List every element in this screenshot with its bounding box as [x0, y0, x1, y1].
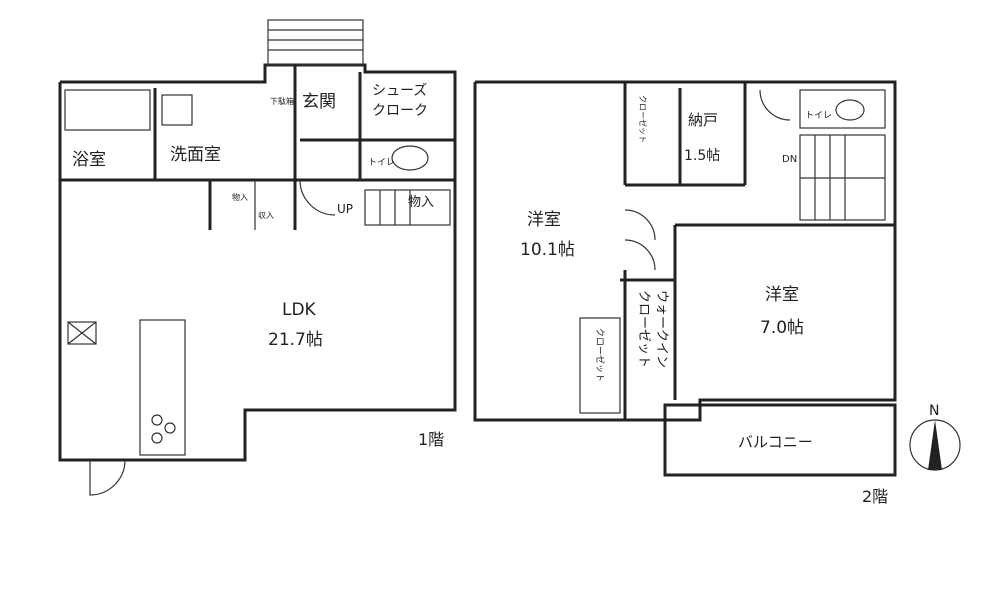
room-toilet-1f: トイレ: [368, 158, 395, 168]
room-washroom: 洗面室: [170, 145, 221, 165]
room-bath: 浴室: [72, 150, 106, 170]
room-storeroom-size: 1.5帖: [684, 148, 720, 164]
walkin-closet-2: クローゼット: [636, 290, 651, 368]
room-storage: 物入: [408, 195, 434, 210]
shoe-box: 下駄箱: [270, 96, 294, 106]
room-shoe-closet-2: クローク: [372, 103, 428, 119]
floor1-label: 1階: [418, 430, 444, 449]
closet-a: クローゼット: [638, 95, 648, 143]
stairs-up: UP: [337, 202, 353, 216]
room-ldk: LDK: [282, 300, 317, 320]
floor2-labels: 洋室 10.1帖 クローゼット 納戸 1.5帖 トイレ DN ウォークイン クロ…: [520, 95, 888, 506]
room-western-1: 洋室: [527, 210, 561, 230]
stairs-down: DN: [782, 154, 797, 165]
room-western-1-size: 10.1帖: [520, 240, 575, 260]
floor1-walls: [58, 19, 457, 496]
storage-small-1: 物入: [232, 192, 248, 202]
walkin-closet-1: ウォークイン: [654, 290, 669, 368]
room-shoe-closet-1: シューズ: [372, 83, 427, 99]
floor1-labels: 浴室 洗面室 玄関 シューズ クローク 下駄箱 トイレ UP 物入 物入 収入 …: [72, 83, 444, 449]
room-entrance: 玄関: [302, 92, 336, 112]
room-ldk-size: 21.7帖: [268, 330, 323, 350]
room-balcony: バルコニー: [738, 433, 813, 451]
storage-small-2: 収入: [258, 210, 274, 220]
compass-arrow-icon: [928, 420, 942, 470]
room-storeroom: 納戸: [688, 111, 718, 129]
compass-north: N: [929, 403, 939, 419]
room-western-2-size: 7.0帖: [760, 318, 804, 338]
closet-b: クローゼット: [594, 328, 606, 382]
floor2-label: 2階: [862, 487, 888, 506]
floor2-walls: [473, 80, 897, 477]
compass: N: [909, 403, 961, 471]
room-toilet-2f: トイレ: [805, 111, 832, 121]
room-western-2: 洋室: [765, 285, 799, 305]
